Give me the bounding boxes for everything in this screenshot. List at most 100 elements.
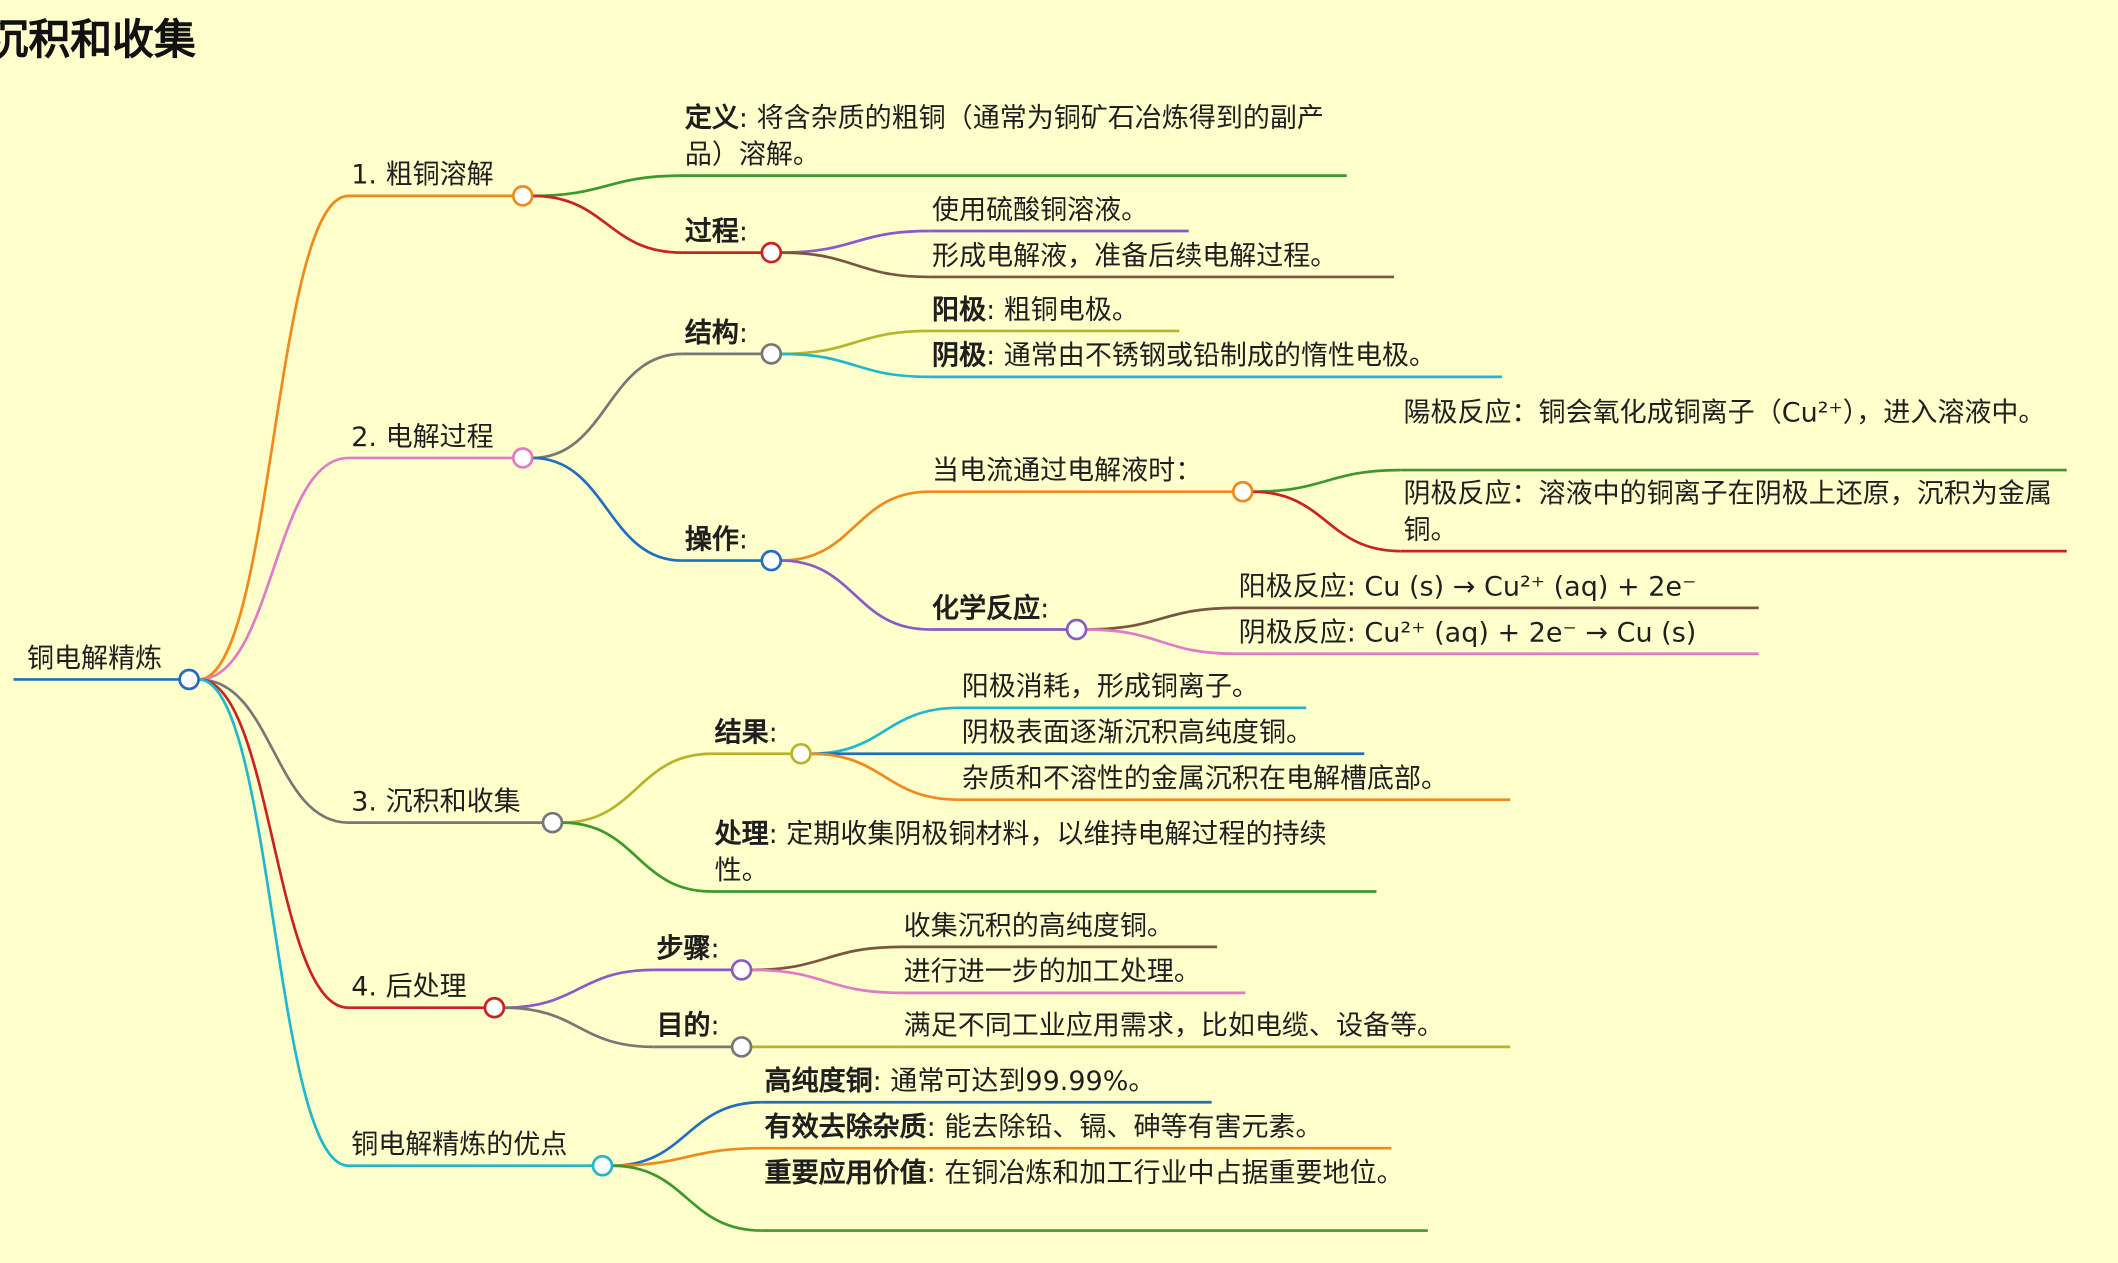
branch-toggle[interactable] [541,811,564,834]
connector-curve [780,352,930,379]
node-label: 收集沉积的高纯度铜。 [904,908,1174,944]
node-label: 阳极: 粗铜电极。 [932,292,1139,328]
node-label: 当电流通过电解液时： [932,453,1202,489]
node-text: : 将含杂质的粗铜（通常为铜矿石冶炼得到的副产品）溶解。 [684,101,1324,171]
node-text: 铜电解精炼的优点 [351,1127,568,1161]
connector-curve [1252,468,1401,494]
node-label: 结果: [715,715,778,751]
branch-toggle[interactable] [511,185,534,207]
node-label: 操作: [685,521,748,557]
node-text: 阴极反应：溶液中的铜离子在阴极上还原，沉积为金属铜。 [1403,476,2052,546]
connector-curve [751,968,901,995]
node-text: : [738,316,749,349]
node-keyword: 高纯度铜 [764,1064,873,1097]
branch-label: 3. 沉积和收集 [351,783,520,819]
node-label: 阴极: 通常由不锈钢或铅制成的惰性电极。 [932,338,1436,374]
branch-label: 1. 粗铜溶解 [351,157,493,193]
node-text: 阴极反应: Cu²⁺ (aq) + 2e⁻ → Cu (s) [1238,615,1697,649]
root-toggle[interactable] [178,668,200,691]
node-text: : [1040,591,1050,625]
node-toggle[interactable] [1231,480,1254,503]
connector-curve [532,352,683,460]
connector-curve [780,251,930,279]
node-label: 目的: [656,1008,719,1044]
connector-curve [561,752,712,824]
node-text: 使用硫酸铜溶液。 [932,193,1149,226]
node-text: 陽极反应：铜会氧化成铜离子（Cu²⁺），进入溶液中。 [1403,395,2046,429]
node-label: 杂质和不溶性的金属沉积在电解槽底部。 [962,761,1448,797]
connector-curve [810,706,960,756]
node-text: 阳极反应: Cu (s) → Cu²⁺ (aq) + 2e⁻ [1238,570,1697,603]
node-toggle[interactable] [730,1036,753,1058]
node-label: 满足不同工业应用需求，比如电缆、设备等。 [904,1008,1444,1044]
node-keyword: 阳极 [932,293,987,326]
connector-curve [611,1100,762,1168]
node-text: : [738,214,749,248]
connector-curve [198,678,349,1168]
connector-curve [1086,606,1236,631]
node-text: 3. 沉积和收集 [351,784,521,818]
node-label: 步骤: [656,931,719,967]
connector-curve [198,678,349,1010]
connector-curve [751,945,901,972]
node-keyword: 步骤 [656,932,711,965]
node-label: 处理: 定期收集阴极铜材料，以维持电解过程的持续性。 [715,816,1363,889]
node-text: : 能去除铅、镉、砷等有害元素。 [926,1110,1323,1143]
node-text: 1. 粗铜溶解 [351,158,494,191]
node-label: 阳极消耗，形成铜离子。 [962,669,1259,705]
node-toggle[interactable] [760,241,783,264]
node-toggle[interactable] [790,742,812,765]
node-label: 阴极反应: Cu²⁺ (aq) + 2e⁻ → Cu (s) [1239,615,1697,651]
node-text: : 通常由不锈钢或铅制成的惰性电极。 [986,339,1437,372]
connector-curve [1252,490,1401,553]
node-keyword: 结果 [714,715,769,749]
node-label: 有效去除杂质: 能去除铅、镉、砷等有害元素。 [765,1109,1323,1145]
node-text: : [738,522,749,556]
node-label: 化学反应: [932,590,1049,626]
node-text: : 通常可达到99.99%。 [872,1064,1156,1097]
connector-curve [780,559,930,631]
node-label: 使用硫酸铜溶液。 [932,192,1148,228]
branch-toggle[interactable] [511,447,534,469]
node-toggle[interactable] [730,959,753,981]
node-text: : [710,1009,720,1042]
node-label: 陽极反应：铜会氧化成铜离子（Cu²⁺），进入溶液中。 [1403,394,2051,430]
connector-curve [810,752,960,802]
connector-curve [780,229,930,254]
node-text: : 在铜冶炼和加工行业中占据重要地位。 [926,1156,1404,1189]
node-keyword: 结构 [684,316,739,349]
node-label: 高纯度铜: 通常可达到99.99%。 [765,1063,1156,1099]
node-label: 阴极表面逐渐沉积高纯度铜。 [962,715,1313,751]
connector-curve [532,456,683,562]
branch-toggle[interactable] [483,996,506,1019]
node-keyword: 处理 [714,817,769,850]
connector-curve [198,678,349,824]
branch-toggle[interactable] [591,1154,614,1177]
node-label: 定义: 将含杂质的粗铜（通常为铜矿石冶炼得到的副产品）溶解。 [685,100,1333,173]
node-keyword: 定义 [684,101,739,134]
connector-curve [611,1146,762,1168]
node-label: 过程: [685,213,748,249]
connector-curve [532,194,683,254]
node-text: 2. 电解过程 [351,420,494,453]
node-text: 收集沉积的高纯度铜。 [903,909,1174,942]
node-keyword: 过程 [684,214,739,248]
node-toggle[interactable] [1065,618,1088,641]
node-toggle[interactable] [760,549,783,572]
node-toggle[interactable] [760,343,783,365]
node-text: : [768,715,778,749]
branch-label: 2. 电解过程 [351,419,493,455]
node-text: 杂质和不溶性的金属沉积在电解槽底部。 [961,761,1449,795]
connector-curve [1086,628,1236,656]
connector-curve [532,174,683,198]
node-text: 阳极消耗，形成铜离子。 [961,669,1259,703]
node-label: 阳极反应: Cu (s) → Cu²⁺ (aq) + 2e⁻ [1239,569,1697,605]
connector-curve [198,194,349,681]
node-keyword: 操作 [684,522,739,556]
node-text: : [710,932,720,965]
node-text: 满足不同工业应用需求，比如电缆、设备等。 [903,1009,1445,1042]
node-label: 重要应用价值: 在铜冶炼和加工行业中占据重要地位。 [765,1155,1413,1191]
node-text: 当电流通过电解液时： [932,453,1203,487]
